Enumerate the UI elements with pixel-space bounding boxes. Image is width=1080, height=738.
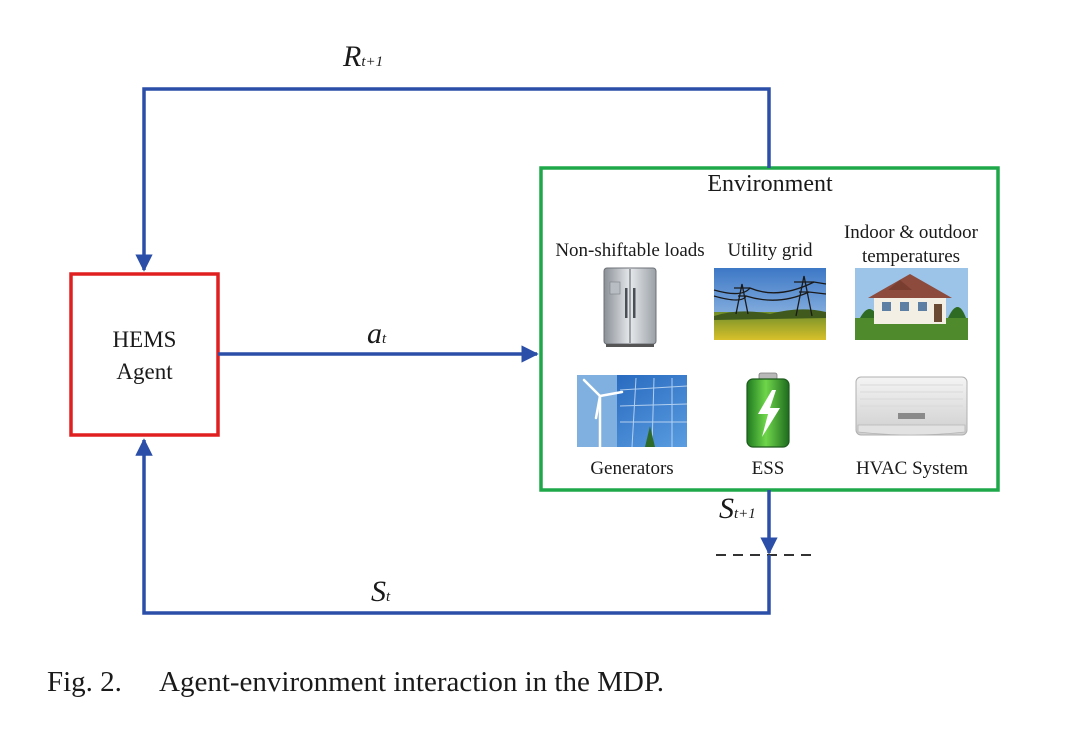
reward-arrow <box>135 87 771 272</box>
solar-wind-icon <box>577 375 688 449</box>
agent-label-line2: Agent <box>116 359 173 384</box>
figure-caption: Fig. 2. Agent-environment interaction in … <box>47 666 664 699</box>
environment-title: Environment <box>707 171 833 197</box>
next-state-label-sub: t+1 <box>734 506 756 522</box>
env-item-label-loads: Non-shiftable loads <box>555 240 705 261</box>
state-label-base: S <box>371 575 386 608</box>
state-label-sub: t <box>386 589 391 605</box>
action-label: at <box>367 317 386 351</box>
state-arrow <box>135 438 771 615</box>
reward-label-base: R <box>343 40 362 73</box>
env-item-label-temperatures-line1: Indoor & outdoor <box>843 222 979 243</box>
next-state-label: St+1 <box>719 492 756 526</box>
figure-caption-text: Agent-environment interaction in the MDP… <box>159 666 664 698</box>
agent-label: HEMS Agent <box>71 324 218 388</box>
env-item-label-temperatures-line2: temperatures <box>861 246 961 267</box>
air-conditioner-icon <box>855 376 968 436</box>
figure-number: Fig. 2. <box>47 666 122 698</box>
reward-label: Rt+1 <box>343 40 383 74</box>
env-item-label-temperatures: Indoor & outdoor temperatures <box>834 221 988 269</box>
next-state-label-base: S <box>719 492 734 525</box>
state-label: St <box>371 575 390 609</box>
house-icon <box>855 268 968 340</box>
action-label-base: a <box>367 317 382 350</box>
power-lines-icon <box>713 268 827 340</box>
action-label-sub: t <box>382 331 387 347</box>
env-item-label-hvac: HVAC System <box>855 458 969 479</box>
env-item-label-grid: Utility grid <box>727 240 813 261</box>
agent-label-line1: HEMS <box>112 327 177 352</box>
refrigerator-icon <box>603 267 657 347</box>
reward-label-sub: t+1 <box>361 54 384 70</box>
env-item-label-ess: ESS <box>751 458 785 479</box>
env-item-label-generators: Generators <box>590 458 674 479</box>
battery-icon <box>746 372 790 448</box>
